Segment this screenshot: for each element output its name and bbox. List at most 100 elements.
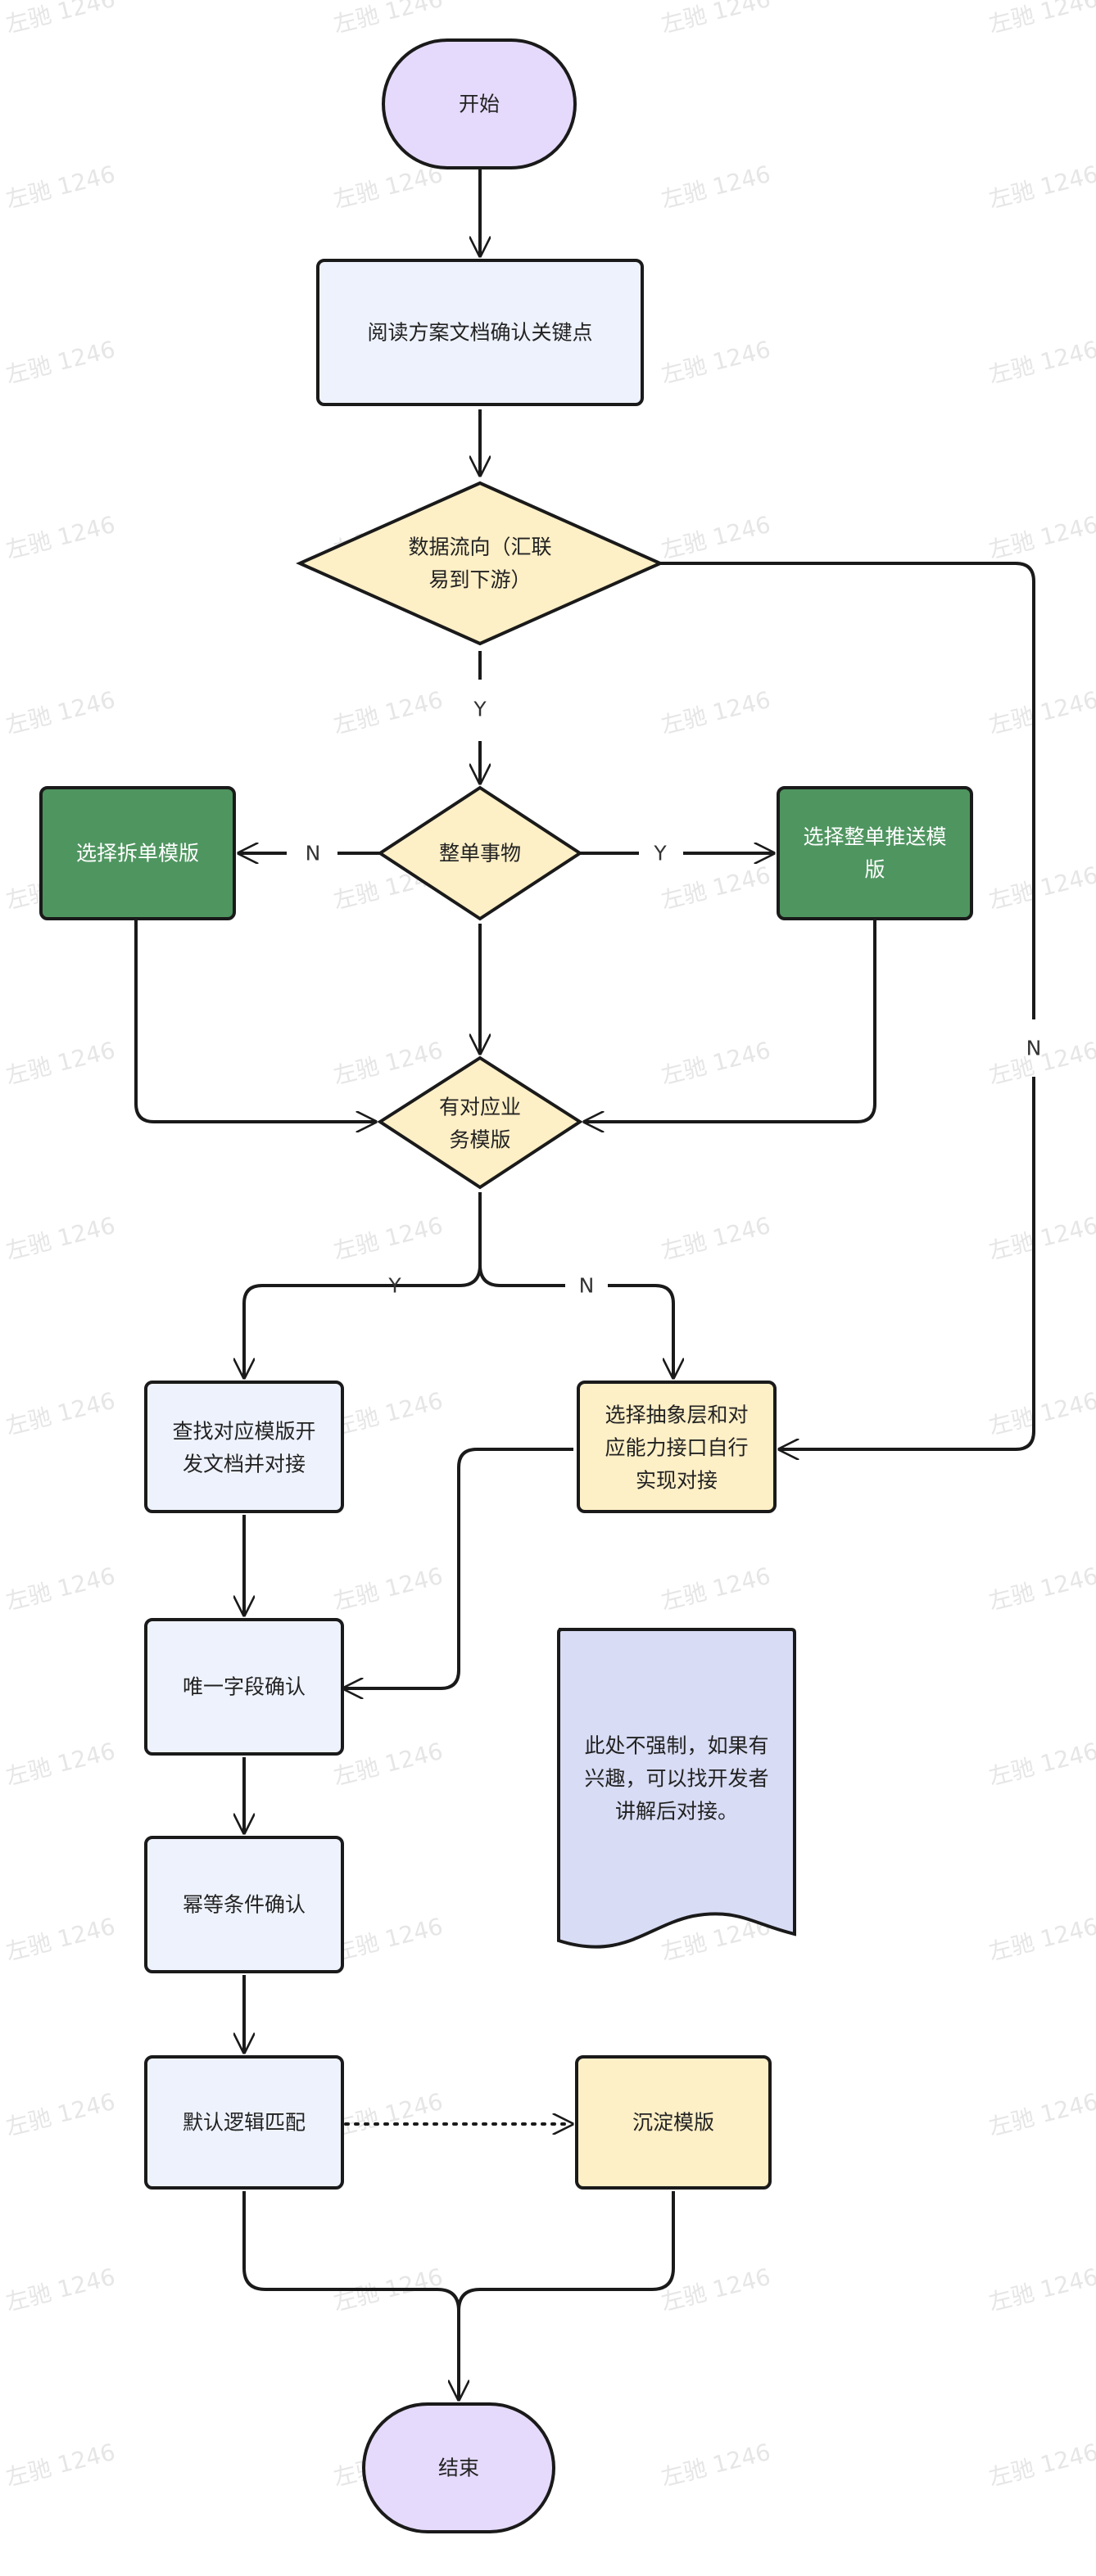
abstract-layer-box [577, 1381, 777, 1513]
watermark-text: 左驰 1246 [3, 511, 118, 564]
watermark-text: 左驰 1246 [986, 1562, 1096, 1616]
watermark-text: 左驰 1246 [3, 2088, 118, 2141]
note-label-1: 此处不强制，如果有 [584, 1734, 768, 1758]
start-terminal [382, 38, 577, 169]
watermark-text: 左驰 1246 [331, 1913, 446, 1966]
label-n-dataflow: N [1026, 1037, 1042, 1060]
watermark-text: 左驰 1246 [3, 160, 118, 214]
watermark-text: 左驰 1246 [986, 1212, 1096, 1265]
watermark-text: 左驰 1246 [331, 160, 446, 214]
label-y-dataflow: Y [473, 698, 487, 721]
whole-order-decision [377, 785, 583, 921]
watermark-text: 左驰 1246 [3, 686, 118, 739]
watermark-text: 左驰 1246 [331, 1738, 446, 1791]
watermark-text: 左驰 1246 [659, 1562, 773, 1616]
watermark-text: 左驰 1246 [331, 1387, 446, 1440]
abstract-label-1: 选择抽象层和对 [605, 1403, 748, 1427]
note-document [557, 1628, 796, 1949]
edge-dataflow-to-abstract [660, 562, 1035, 1019]
split-template-box [39, 786, 236, 920]
nodes [39, 38, 973, 2533]
watermark-text: 左驰 1246 [659, 1212, 773, 1265]
watermark-text: 左驰 1246 [986, 1913, 1096, 1966]
find-doc-label-2: 发文档并对接 [183, 1453, 306, 1476]
label-y-hastemplate: Y [387, 1274, 401, 1298]
save-template-box [575, 2055, 772, 2190]
data-flow-label-1: 数据流向（汇联 [408, 536, 551, 559]
watermark-text: 左驰 1246 [3, 1037, 118, 1090]
watermark-text: 左驰 1246 [986, 2438, 1096, 2492]
watermark-text: 左驰 1246 [986, 861, 1096, 915]
watermark-text: 左驰 1246 [986, 336, 1096, 389]
unique-field-box [144, 1618, 344, 1756]
has-template-label-1: 有对应业 [439, 1096, 521, 1119]
watermark-text: 左驰 1246 [3, 1387, 118, 1440]
abstract-label-3: 实现对接 [636, 1469, 718, 1493]
abstract-label-2: 应能力接口自行 [605, 1436, 748, 1460]
edge-push-to-hastemplate [585, 920, 876, 1122]
watermark-text: 左驰 1246 [659, 160, 773, 214]
watermark-text: 左驰 1246 [659, 0, 773, 38]
end-label: 结束 [438, 2456, 479, 2480]
watermark-text: 左驰 1246 [331, 1212, 446, 1265]
edge-split-to-hastemplate [134, 920, 375, 1122]
note-label-2: 兴趣，可以找开发者 [584, 1767, 768, 1791]
watermark-text: 左驰 1246 [986, 511, 1096, 564]
has-template-label-2: 务模版 [449, 1128, 510, 1152]
label-n-hastemplate: N [579, 1274, 595, 1298]
edge-hastemplate-branch-n [478, 1264, 565, 1287]
idempotent-box [144, 1836, 344, 1973]
note-label-3: 讲解后对接。 [615, 1800, 738, 1824]
edge-hastemplate-branch-y-2 [244, 1284, 418, 1377]
data-flow-label-2: 易到下游） [428, 568, 531, 592]
watermark-text: 左驰 1246 [3, 2263, 118, 2316]
watermark-text: 左驰 1246 [986, 686, 1096, 739]
watermark-text: 左驰 1246 [659, 2263, 773, 2316]
watermark-text: 左驰 1246 [3, 1738, 118, 1791]
start-label: 开始 [459, 93, 500, 116]
edge-abstract-to-unique [344, 1448, 573, 1688]
save-template-label: 沉淀模版 [632, 2111, 714, 2135]
watermark-text: 左驰 1246 [659, 2438, 773, 2492]
whole-order-label: 整单事物 [439, 842, 521, 865]
watermark-text: 左驰 1246 [3, 1913, 118, 1966]
watermark-text: 左驰 1246 [986, 1738, 1096, 1791]
watermark-text: 左驰 1246 [3, 1212, 118, 1265]
data-flow-decision [296, 481, 664, 646]
watermark-text: 左驰 1246 [331, 1037, 446, 1090]
idempotent-label: 幂等条件确认 [183, 1893, 306, 1917]
watermark-text: 左驰 1246 [659, 861, 773, 915]
node-labels: 开始 阅读方案文档确认关键点 数据流向（汇联 易到下游） 整单事物 选择拆单模版… [76, 93, 947, 2480]
whole-push-label-2: 版 [864, 858, 885, 882]
watermark-text: 左驰 1246 [659, 686, 773, 739]
edge-labels: Y N N Y Y N [306, 698, 1042, 1298]
watermark-text: 左驰 1246 [659, 1037, 773, 1090]
watermark-text: 左驰 1246 [986, 160, 1096, 214]
watermark-text: 左驰 1246 [331, 2088, 446, 2141]
watermark-text: 左驰 1246 [986, 2088, 1096, 2141]
edge-hastemplate-branch-n-2 [608, 1284, 673, 1377]
label-n-wholeorder: N [306, 842, 321, 865]
whole-push-template-box [777, 786, 973, 920]
read-doc-box [316, 259, 644, 406]
edge-dataflow-to-abstract-2 [780, 1077, 1035, 1449]
watermark-text: 左驰 1246 [659, 336, 773, 389]
edge-default-to-end [242, 2191, 459, 2399]
watermark-text: 左驰 1246 [986, 0, 1096, 38]
split-template-label: 选择拆单模版 [76, 842, 199, 865]
watermark-text: 左驰 1246 [331, 686, 446, 739]
watermark-text: 左驰 1246 [3, 1562, 118, 1616]
unique-field-label: 唯一字段确认 [183, 1675, 306, 1699]
has-template-decision [377, 1055, 583, 1190]
watermark-text: 左驰 1246 [331, 0, 446, 38]
default-match-box [144, 2055, 344, 2190]
read-doc-label: 阅读方案文档确认关键点 [367, 321, 592, 345]
edge-save-to-end [457, 2191, 675, 2312]
end-terminal [362, 2402, 555, 2533]
watermark-text: 左驰 1246 [3, 336, 118, 389]
whole-push-label-1: 选择整单推送模 [803, 825, 946, 849]
find-template-doc-box [144, 1381, 344, 1513]
watermark-text: 左驰 1246 [986, 1387, 1096, 1440]
watermark-text: 左驰 1246 [3, 0, 118, 38]
